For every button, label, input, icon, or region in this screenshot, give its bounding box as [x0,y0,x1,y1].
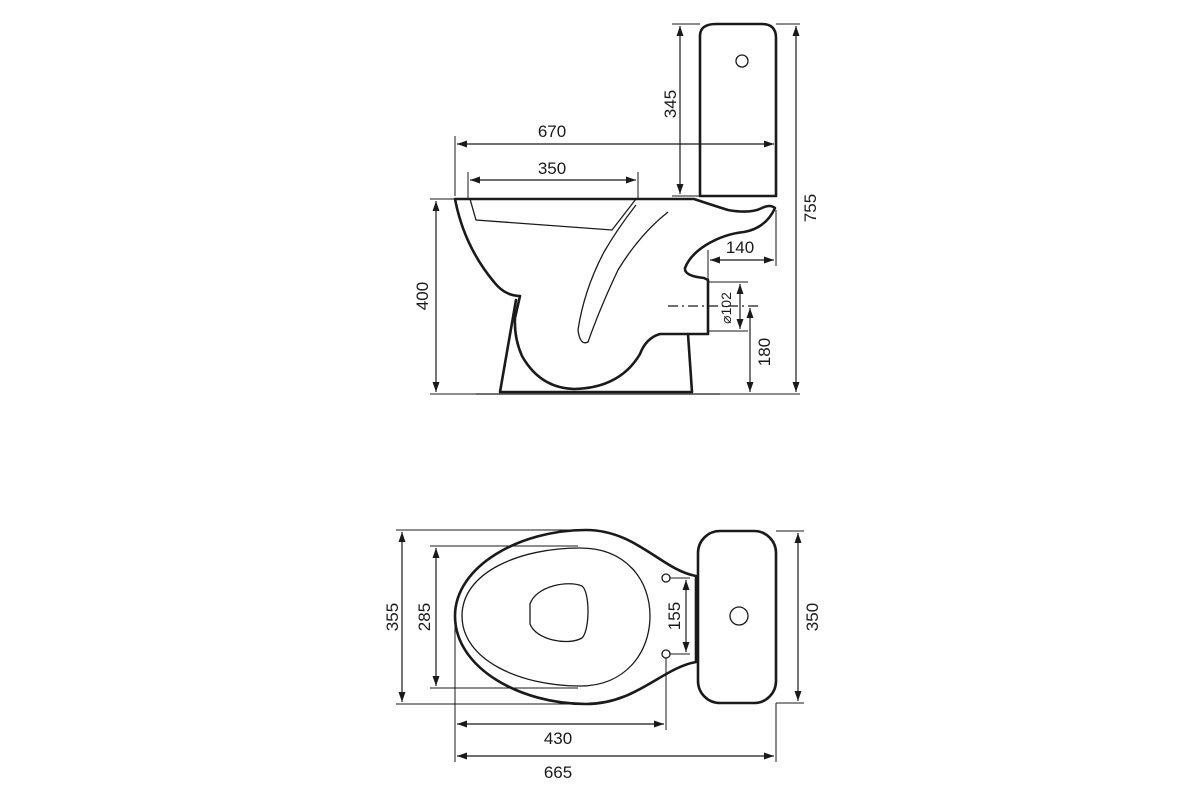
top-bowl-opening [529,583,589,643]
top-hinge-hole-lower [661,649,671,659]
top-view-dimensions: 355 285 155 350 430 665 [383,529,822,782]
dim-665-label: 665 [544,763,572,782]
side-tank-outline [698,22,778,198]
dim-355-label: 355 [383,603,402,631]
top-hinge-hole-upper [661,573,671,583]
side-flush-button [735,54,749,68]
side-seat-inner [469,198,637,231]
side-bowl-outline [453,197,777,391]
dim-102-label: ⌀102 [718,292,734,324]
dim-430-label: 430 [544,729,572,748]
dim-755-label: 755 [801,194,820,222]
dim-140-label: 140 [726,238,754,257]
dim-670-label: 670 [538,122,566,141]
top-view [453,528,778,706]
dim-350-side-label: 350 [538,159,566,178]
dim-180-label: 180 [755,338,774,366]
dim-285-label: 285 [415,603,434,631]
top-flush-button [729,606,749,626]
top-seat-ring [461,547,651,687]
side-trapway [577,204,669,344]
top-bowl-outline [453,528,698,706]
side-view [453,22,778,395]
dim-350-top-label: 350 [803,603,822,631]
dim-155-label: 155 [665,602,684,630]
dim-345-label: 345 [661,90,680,118]
dim-400-label: 400 [413,282,432,310]
top-tank-outline [696,529,778,705]
side-view-dimensions: 670 350 345 755 400 140 ⌀102 180 [413,23,820,395]
side-base [498,298,694,394]
